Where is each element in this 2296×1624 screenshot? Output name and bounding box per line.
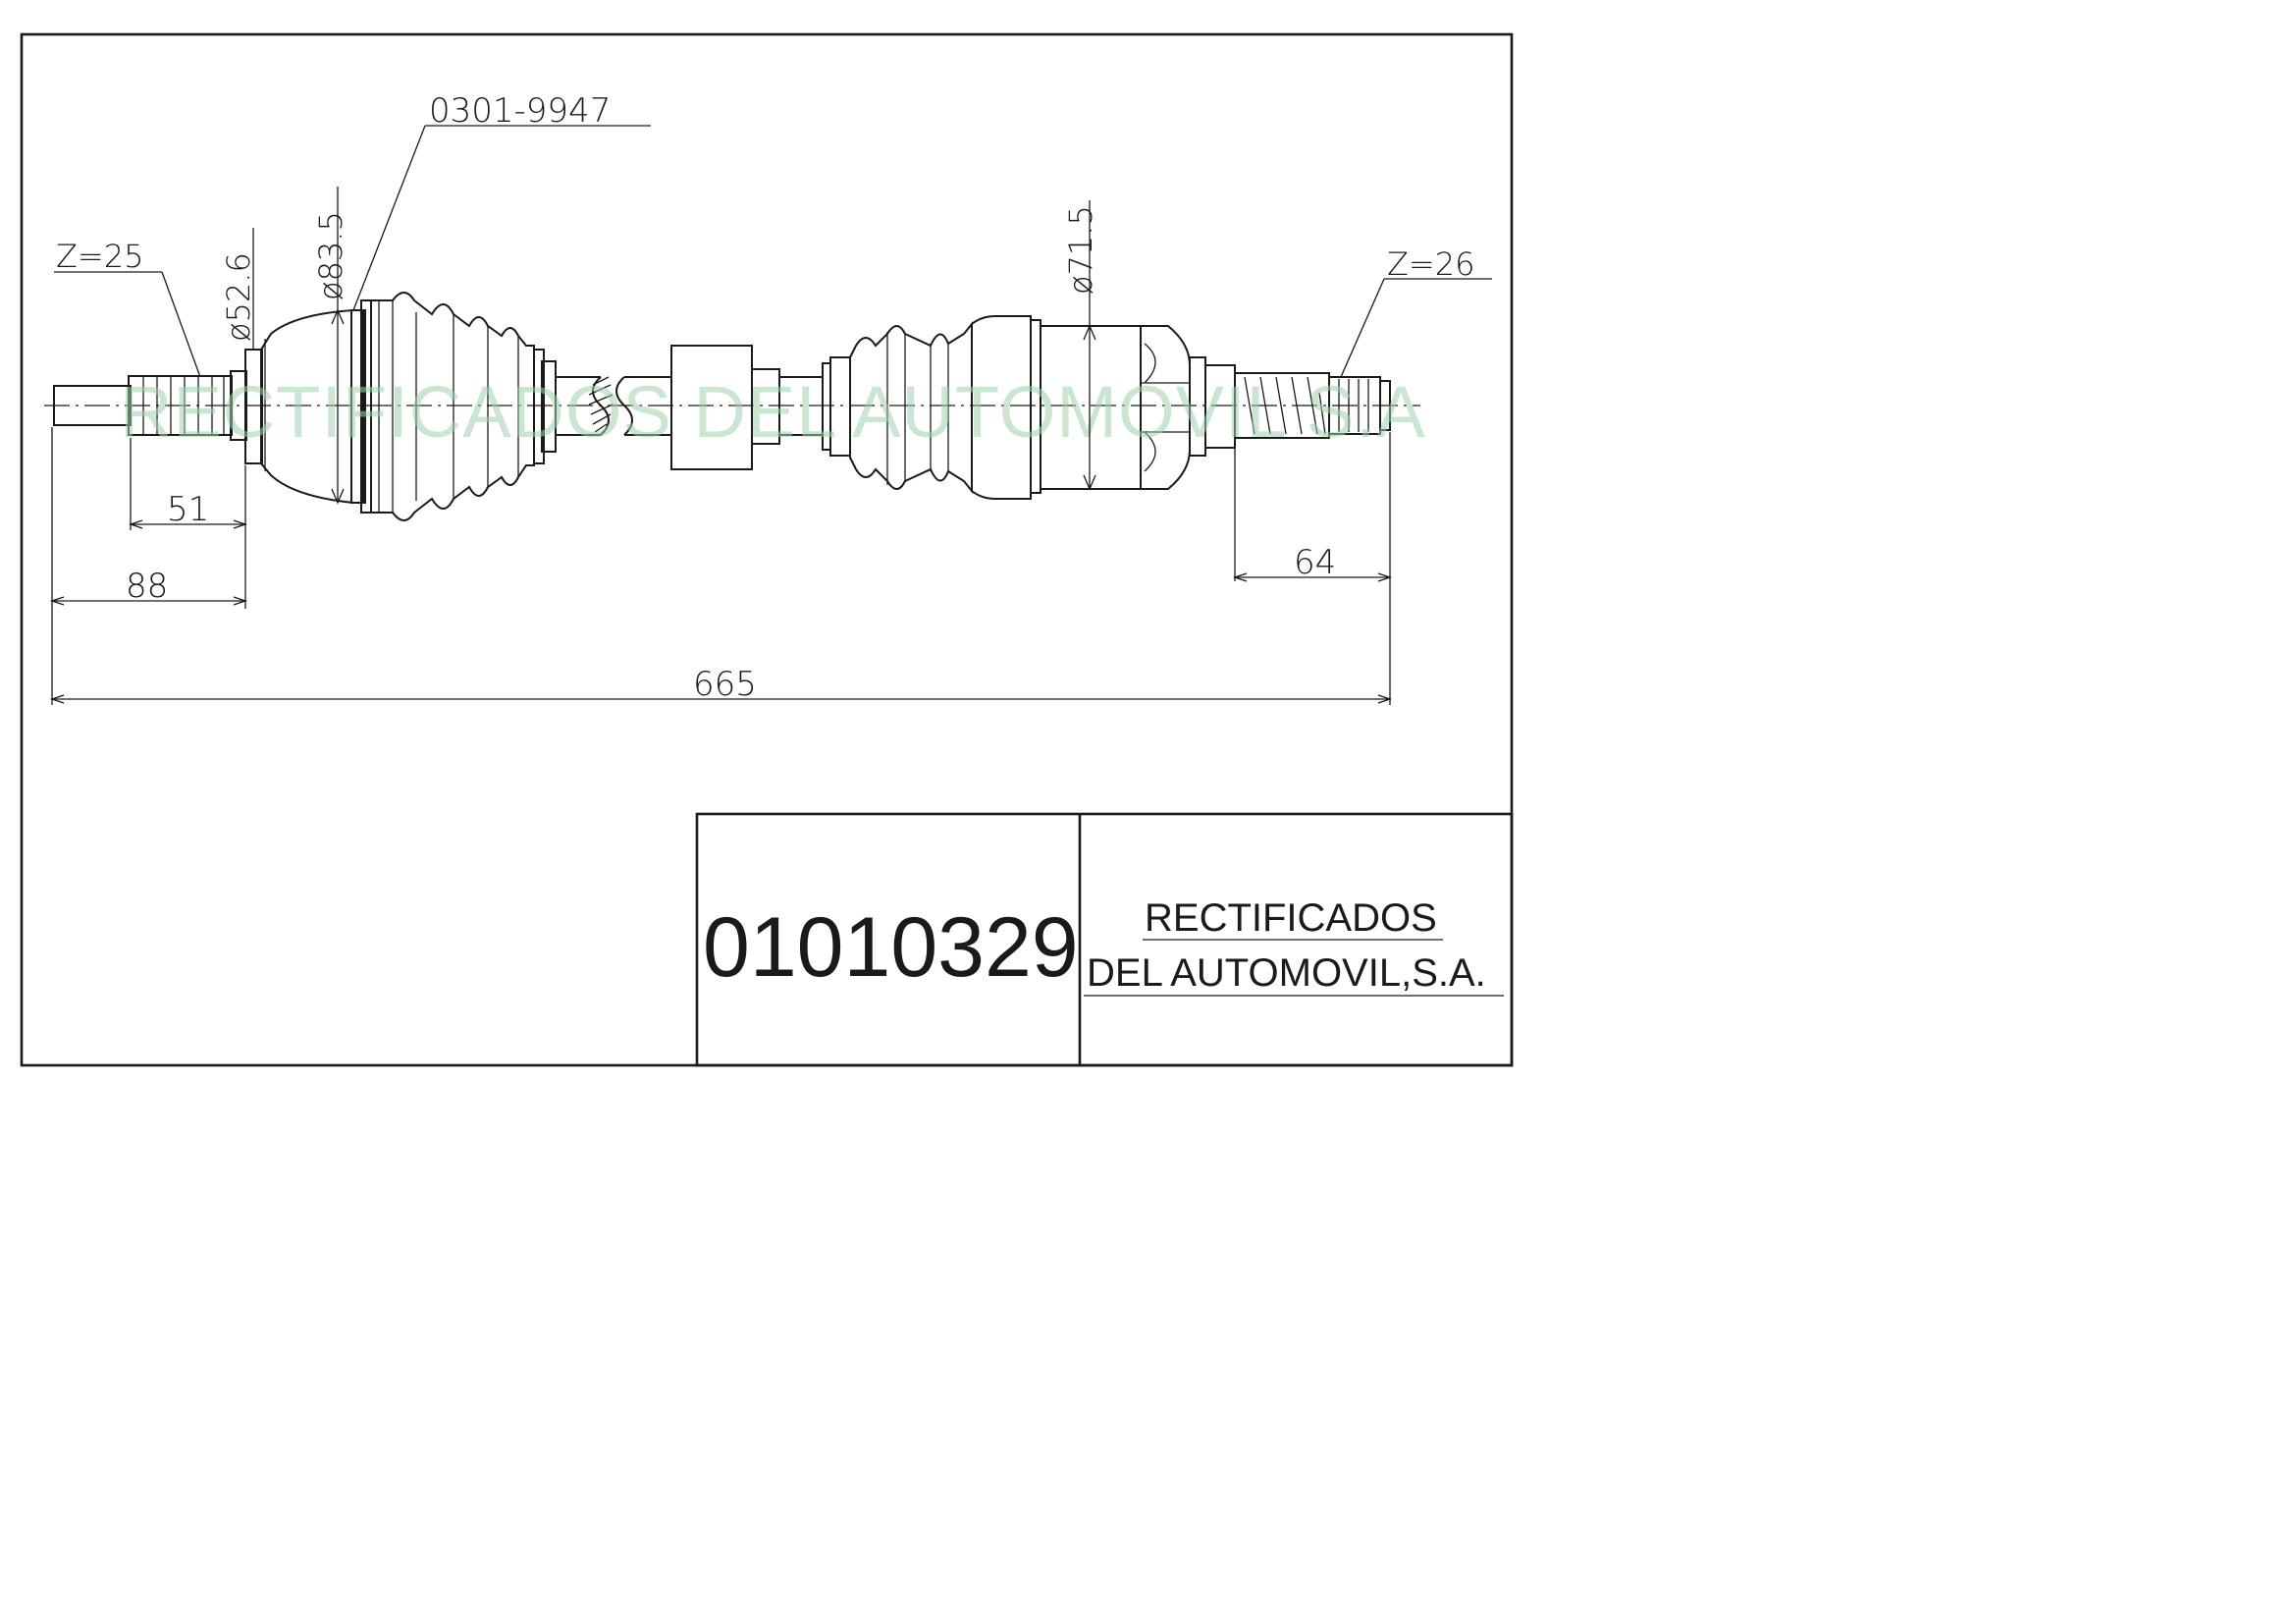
spline-right-callout: Z=26 [1340,245,1492,378]
length-total-label: 665 [693,665,757,704]
length-88-label: 88 [126,567,168,606]
title-block: 01010329 RECTIFICADOS DEL AUTOMOVIL,S.A. [695,812,1514,1067]
length-64-label: 64 [1294,543,1336,582]
part-number-callout: 0301-9947 [352,91,651,311]
drive-shaft [556,345,823,470]
spline-left-callout: Z=25 [54,238,201,378]
diameter-left-shaft-label: ø52.6 [220,252,257,342]
spline-left-label: Z=25 [56,238,143,275]
diameter-right-joint-dim: ø71.5 [1062,200,1099,491]
length-88-dim: 88 [49,427,248,705]
diameter-left-joint-label: ø83.5 [312,211,349,300]
length-51-dim: 51 [128,438,248,609]
spline-right-label: Z=26 [1387,245,1474,283]
left-boot [370,292,557,521]
company-name-line1: RECTIFICADOS [1145,896,1437,940]
watermark-text: RECTIFICADOS DEL AUTOMOVIL S.A [120,371,1426,453]
length-total-dim: 665 [49,665,1393,704]
diameter-left-shaft-dim: ø52.6 [220,228,257,350]
company-name-line2: DEL AUTOMOVIL,S.A. [1087,951,1486,995]
length-51-label: 51 [167,490,209,529]
drawing-code: 01010329 [703,900,1079,995]
diameter-right-joint-label: ø71.5 [1062,205,1099,295]
part-number-label: 0301-9947 [429,91,611,131]
right-stub-shaft [1234,372,1391,439]
length-64-dim: 64 [1232,432,1393,705]
technical-drawing: RECTIFICADOS DEL AUTOMOVIL S.A 0301-9947… [20,32,1514,1067]
diameter-left-joint-dim: ø83.5 [312,187,349,505]
